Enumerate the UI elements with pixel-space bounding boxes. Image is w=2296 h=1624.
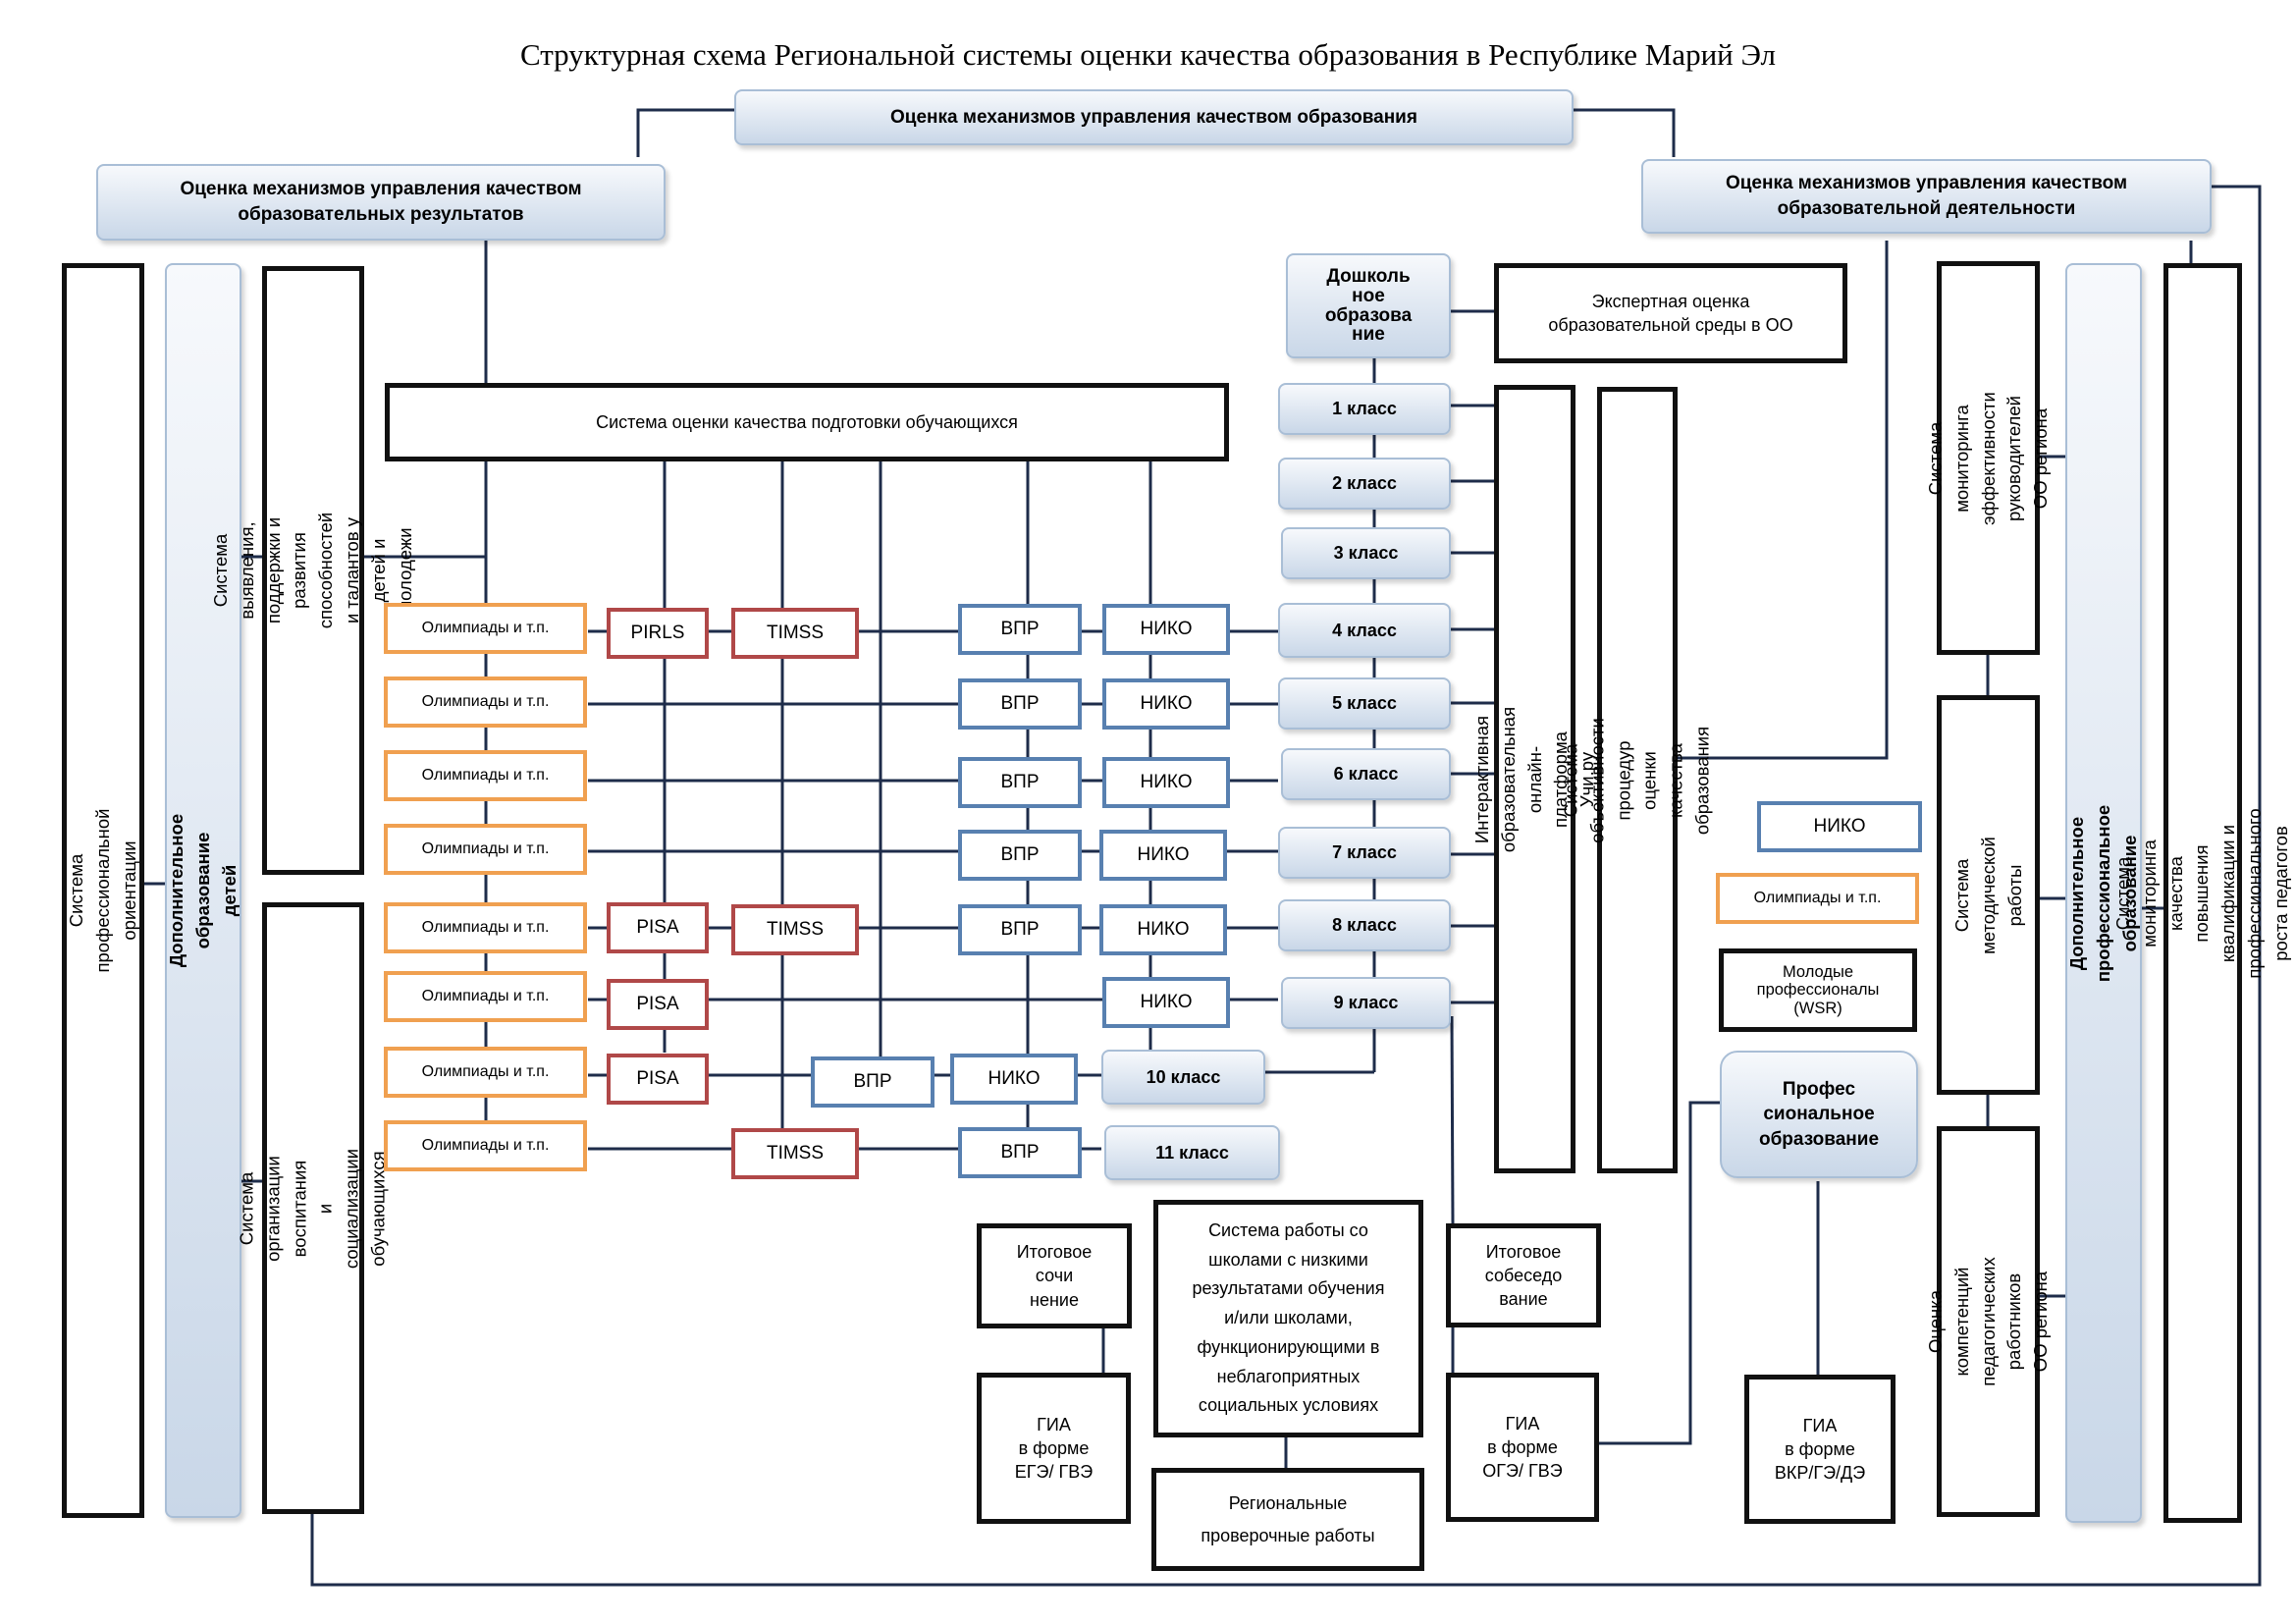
upbringing-label: Система организации воспитания и социали… bbox=[236, 1148, 389, 1269]
grade-11-box: 11 класс bbox=[1104, 1125, 1280, 1180]
professional-education-box: Профес сиональное образование bbox=[1720, 1051, 1918, 1178]
objectivity-label: Система объективности процедур оценки ка… bbox=[1560, 717, 1713, 843]
competence-assessment-label: Оценка компетенций педагогических работн… bbox=[1924, 1257, 2051, 1386]
pisa-box: PISA bbox=[607, 979, 709, 1030]
qualification-monitoring-label: Система мониторинга качества повышения к… bbox=[2112, 807, 2292, 979]
objectivity-column: Система объективности процедур оценки ка… bbox=[1561, 387, 1713, 1173]
grade-2-box: 2 класс bbox=[1278, 458, 1451, 510]
pirls-box: PIRLS bbox=[607, 608, 709, 659]
competence-assessment-column: Оценка компетенций педагогических работн… bbox=[1924, 1126, 2051, 1517]
upbringing-column: Система организации воспитания и социали… bbox=[237, 902, 389, 1514]
timss-box: TIMSS bbox=[731, 1128, 859, 1179]
grade-8-box: 8 класс bbox=[1278, 899, 1451, 951]
vpr-box: ВПР bbox=[958, 1127, 1082, 1178]
pisa-box: PISA bbox=[607, 902, 709, 953]
low-results-system-box: Система работы со школами с низкими резу… bbox=[1153, 1200, 1423, 1437]
left-header: Оценка механизмов управления качеством о… bbox=[96, 164, 666, 241]
talents-column: Система выявления, поддержки и развития … bbox=[210, 266, 414, 875]
grade-9-box: 9 класс bbox=[1281, 977, 1451, 1029]
final-interview-box: Итоговое собеседо вание bbox=[1446, 1223, 1601, 1327]
preschool-box: Дошколь ное образова ние bbox=[1286, 253, 1451, 358]
grade-6-box: 6 класс bbox=[1281, 748, 1451, 800]
gia-vkr-box: ГИА в форме ВКР/ГЭ/ДЭ bbox=[1744, 1375, 1896, 1524]
grade-4-box: 4 класс bbox=[1278, 603, 1451, 658]
niko-box: НИКО bbox=[1102, 604, 1230, 655]
qualification-monitoring-column: Система мониторинга качества повышения к… bbox=[2112, 263, 2291, 1523]
niko-box: НИКО bbox=[1102, 757, 1230, 808]
methodical-work-label: Система методической работы bbox=[1950, 836, 2024, 954]
grade-10-box: 10 класс bbox=[1101, 1050, 1265, 1105]
vpr-box: ВПР bbox=[811, 1056, 934, 1108]
wsr-box: Молодые профессионалы (WSR) bbox=[1719, 948, 1917, 1032]
niko-box: НИКО bbox=[1099, 904, 1227, 955]
vpr-box: ВПР bbox=[958, 678, 1082, 730]
prof-orientation-label: Система профессиональной ориентации bbox=[65, 808, 139, 973]
olympiad-box: Олимпиады и т.п. bbox=[384, 750, 587, 801]
top-box: Оценка механизмов управления качеством о… bbox=[734, 89, 1574, 145]
vpr-box: ВПР bbox=[958, 604, 1082, 655]
vpr-box: ВПР bbox=[958, 904, 1082, 955]
vpr-box: ВПР bbox=[958, 830, 1082, 881]
olympiad-box: Олимпиады и т.п. bbox=[384, 1120, 587, 1171]
prof-orientation-column: Система профессиональной ориентации bbox=[62, 263, 144, 1518]
methodical-work-column: Система методической работы bbox=[1937, 695, 2040, 1095]
niko-box: НИКО bbox=[950, 1054, 1078, 1105]
additional-education-label: Дополнительное образование детей bbox=[165, 813, 240, 968]
grade-1-box: 1 класс bbox=[1278, 383, 1451, 435]
right-header: Оценка механизмов управления качеством о… bbox=[1641, 159, 2212, 234]
niko-box: НИКО bbox=[1102, 977, 1230, 1028]
pisa-box: PISA bbox=[607, 1054, 709, 1105]
niko-box: НИКО bbox=[1099, 830, 1227, 881]
additional-education-column: Дополнительное образование детей bbox=[165, 263, 241, 1518]
niko-box: НИКО bbox=[1102, 678, 1230, 730]
grade-3-box: 3 класс bbox=[1281, 527, 1451, 579]
olympiad-box: Олимпиады и т.п. bbox=[384, 824, 587, 875]
final-essay-box: Итоговое сочи нение bbox=[977, 1223, 1132, 1328]
assessment-system-box: Система оценки качества подготовки обуча… bbox=[385, 383, 1229, 461]
additional-prof-education-column: Дополнительное профессиональное образова… bbox=[2065, 263, 2142, 1523]
vpr-box: ВПР bbox=[958, 757, 1082, 808]
olympiad-box: Олимпиады и т.п. bbox=[384, 971, 587, 1022]
grade-7-box: 7 класс bbox=[1278, 827, 1451, 879]
diagram-title: Структурная схема Региональной системы о… bbox=[519, 37, 1777, 72]
olympiad-box: Олимпиады и т.п. bbox=[384, 902, 587, 953]
uchi-platform-column: Интерактивная образовательная онлайн-пла… bbox=[1470, 385, 1597, 1173]
niko-box: НИКО bbox=[1757, 801, 1922, 852]
leaders-monitoring-column: Система мониторинга эффективности руково… bbox=[1924, 261, 2051, 655]
olympiad-box: Олимпиады и т.п. bbox=[384, 603, 587, 654]
grade-5-box: 5 класс bbox=[1278, 677, 1451, 730]
timss-box: TIMSS bbox=[731, 608, 859, 659]
timss-box: TIMSS bbox=[731, 904, 859, 955]
regional-tests-box: Региональные проверочные работы bbox=[1151, 1468, 1424, 1571]
expert-evaluation-box: Экспертная оценка образовательной среды … bbox=[1494, 263, 1847, 363]
olympiad-box: Олимпиады и т.п. bbox=[384, 1047, 587, 1098]
leaders-monitoring-label: Система мониторинга эффективности руково… bbox=[1924, 391, 2051, 525]
gia-ege-box: ГИА в форме ЕГЭ/ ГВЭ bbox=[977, 1373, 1131, 1524]
olympiad-box: Олимпиады и т.п. bbox=[384, 677, 587, 728]
olympiad-box: Олимпиады и т.п. bbox=[1716, 873, 1919, 924]
gia-oge-box: ГИА в форме ОГЭ/ ГВЭ bbox=[1446, 1373, 1599, 1522]
